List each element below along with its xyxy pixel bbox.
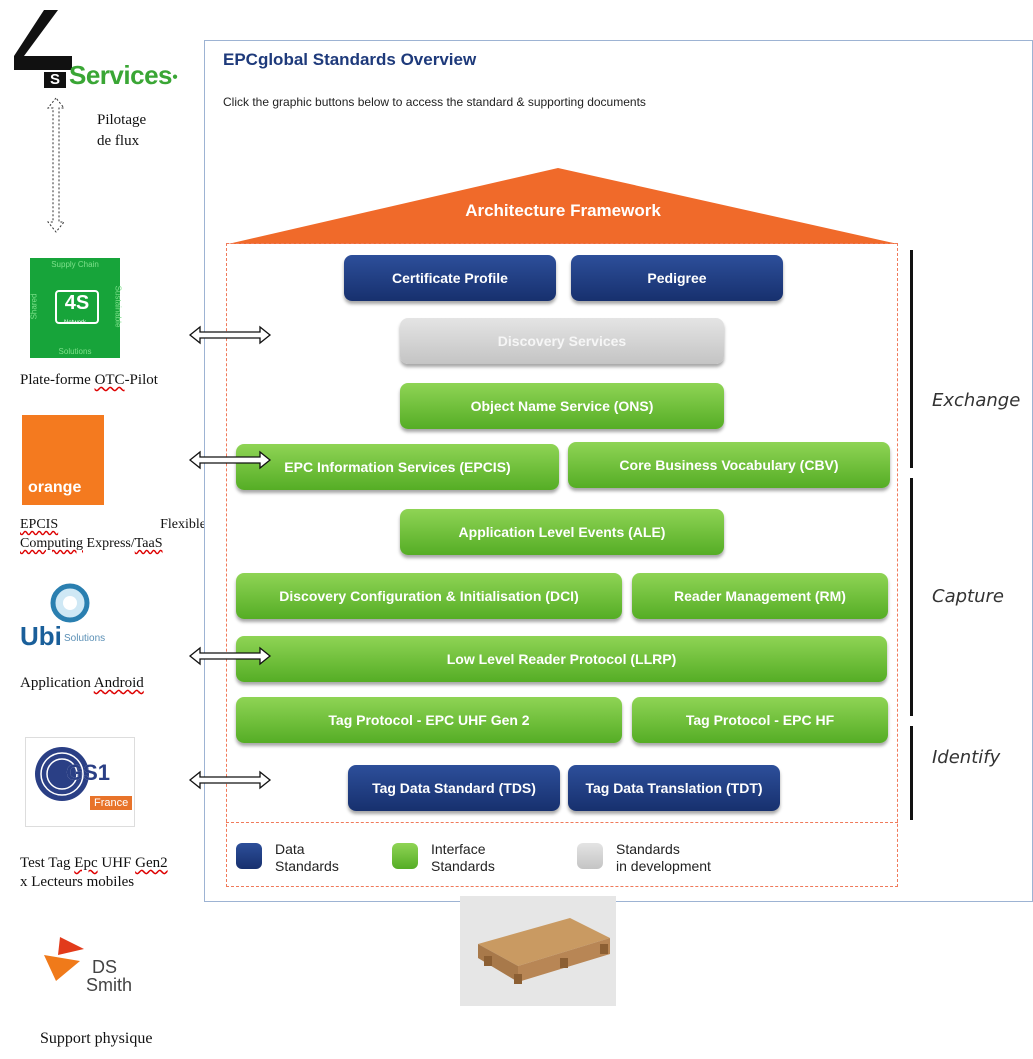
- android-arrow-icon: [188, 646, 272, 666]
- capture-bar: [910, 478, 913, 716]
- architecture-frame: [226, 243, 898, 887]
- logo-s-letter: S: [49, 71, 60, 88]
- ubi-sphere-icon: [50, 583, 90, 623]
- tag-arrow-icon: [188, 770, 272, 790]
- ons-button[interactable]: Object Name Service (ONS): [400, 383, 724, 429]
- ds-smith-logo: DS Smith: [40, 935, 140, 1005]
- test-tag-label: Test Tag Epc UHF Gen2 x Lecteurs mobiles: [20, 855, 168, 890]
- tag-protocol-hf-button[interactable]: Tag Protocol - EPC HF: [632, 697, 888, 743]
- flux-label: Pilotage de flux: [97, 112, 147, 149]
- certificate-profile-button[interactable]: Certificate Profile: [344, 255, 556, 301]
- orange-logo: orange: [22, 415, 104, 505]
- legend-dev-swatch: [577, 843, 603, 869]
- legend-divider: [226, 822, 898, 823]
- ds-smith-mark-icon: [44, 937, 84, 981]
- ubi-solutions-logo: Ubi Solutions: [20, 583, 140, 653]
- capture-label: Capture: [932, 586, 1004, 607]
- identify-bar: [910, 726, 913, 820]
- panel-title: EPCglobal Standards Overview: [223, 50, 477, 69]
- logo-services-text: Services●: [69, 60, 178, 90]
- llrp-button[interactable]: Low Level Reader Protocol (LLRP): [236, 636, 887, 682]
- 4s-services-logo: S Services●: [14, 8, 184, 94]
- discovery-services-button[interactable]: Discovery Services: [400, 318, 724, 364]
- 4s-mark-icon: [14, 10, 72, 88]
- android-label: Application Android: [20, 675, 144, 691]
- reader-management-button[interactable]: Reader Management (RM): [632, 573, 888, 619]
- gs1-rings-icon: [35, 747, 89, 801]
- epcis-button[interactable]: EPC Information Services (EPCIS): [236, 444, 559, 490]
- cbv-button[interactable]: Core Business Vocabulary (CBV): [568, 442, 890, 488]
- platform-label: Plate-forme OTC-Pilot: [20, 372, 158, 388]
- exchange-label: Exchange: [932, 390, 1021, 411]
- tdt-button[interactable]: Tag Data Translation (TDT): [568, 765, 780, 811]
- panel-subtitle: Click the graphic buttons below to acces…: [223, 95, 646, 109]
- cardboard-pallet-image: [460, 896, 616, 1006]
- gs1-france-logo: GS1 France: [25, 737, 135, 827]
- 4s-network-logo: Supply Chain 4S Network Solutions Shared…: [29, 258, 123, 358]
- architecture-roof[interactable]: [228, 168, 898, 244]
- identify-label: Identify: [932, 747, 1001, 768]
- tds-button[interactable]: Tag Data Standard (TDS): [348, 765, 560, 811]
- legend-data-swatch: [236, 843, 262, 869]
- architecture-framework-label: Architecture Framework: [465, 201, 661, 220]
- support-label: Support physique: [40, 1030, 153, 1047]
- legend-interface-swatch: [392, 843, 418, 869]
- pedigree-button[interactable]: Pedigree: [571, 255, 783, 301]
- tag-protocol-uhf-button[interactable]: Tag Protocol - EPC UHF Gen 2: [236, 697, 622, 743]
- exchange-bar: [910, 250, 913, 468]
- dci-button[interactable]: Discovery Configuration & Initialisation…: [236, 573, 622, 619]
- ale-button[interactable]: Application Level Events (ALE): [400, 509, 724, 555]
- pallet-icon: [478, 918, 610, 984]
- vertical-double-arrow-icon: [46, 97, 66, 233]
- platform-arrow-icon: [188, 325, 272, 345]
- epcis-arrow-icon: [188, 450, 272, 470]
